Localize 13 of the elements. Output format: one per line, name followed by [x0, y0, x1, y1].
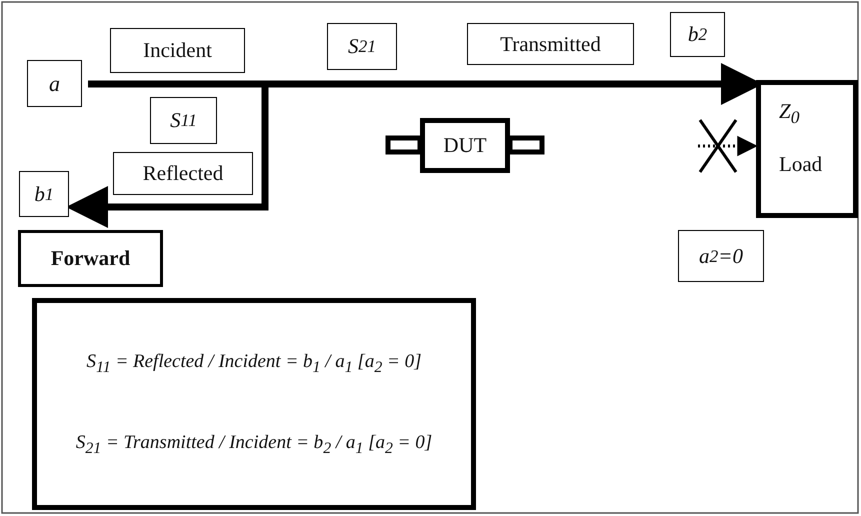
wave-label: Transmitted [467, 23, 634, 65]
dut-label: DUT [420, 118, 510, 173]
wave-label: Reflected [113, 152, 253, 195]
formula: S$_{21}$ = Transmitted / Incident = b$_{2}$ / a$_{1}$ [a$_{2}$ = 0] [76, 432, 432, 458]
impedance-label: Z$_{0}$ [779, 99, 800, 128]
formula: S$_{11}$ = Reflected / Incident = b$_{1}$ / a$_{1}$ [a$_{2}$ = 0] [86, 350, 422, 376]
direction-label: Forward [18, 230, 163, 287]
load-box [756, 80, 858, 218]
formula-box [32, 298, 476, 510]
load-label: Load [779, 152, 822, 177]
port-label: a [27, 60, 82, 107]
wave-label: Incident [110, 28, 245, 73]
dotted-arrow [698, 136, 757, 156]
